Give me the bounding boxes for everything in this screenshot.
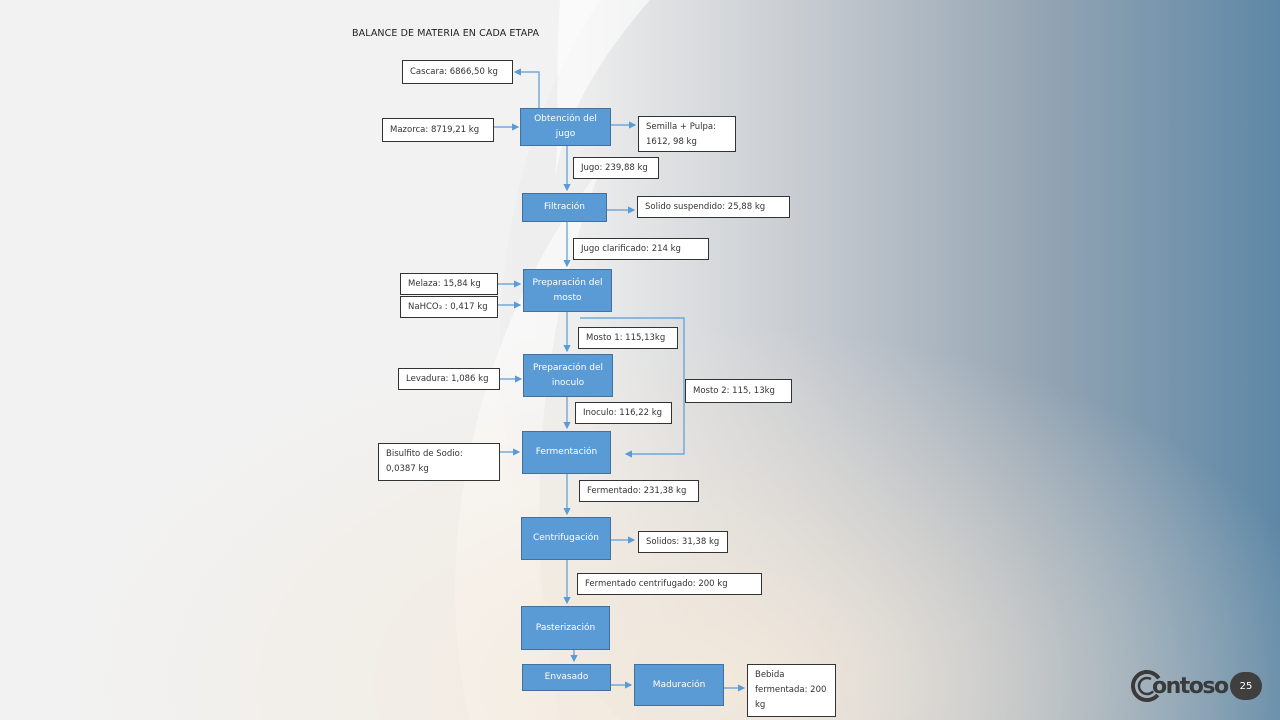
page-title: BALANCE DE MATERIA EN CADA ETAPA <box>352 28 540 39</box>
step-maduracion: Maduración <box>634 664 724 706</box>
step-preparacion-mosto: Preparación del mosto <box>523 269 612 312</box>
label-fermentado-centrifugado: Fermentado centrifugado: 200 kg <box>577 573 762 595</box>
step-centrifugacion: Centrifugación <box>521 517 611 560</box>
label-levadura: Levadura: 1,086 kg <box>398 368 500 390</box>
label-mosto-1: Mosto 1: 115,13kg <box>578 327 678 349</box>
step-pasterizacion: Pasterización <box>521 606 610 650</box>
label-mosto-2: Mosto 2: 115, 13kg <box>685 379 792 403</box>
step-preparacion-inoculo: Preparación del inoculo <box>523 354 613 397</box>
label-mazorca: Mazorca: 8719,21 kg <box>382 118 494 142</box>
contoso-logo-mark-icon <box>1131 670 1163 702</box>
label-fermentado: Fermentado: 231,38 kg <box>579 480 699 502</box>
label-bisulfito-sodio: Bisulfito de Sodio: 0,0387 kg <box>378 443 500 481</box>
step-obtencion-jugo: Obtención del jugo <box>520 108 611 146</box>
label-bebida-fermentada: Bebida fermentada: 200 kg <box>747 664 836 717</box>
page-number-badge: 25 <box>1230 672 1262 700</box>
label-inoculo: Inoculo: 116,22 kg <box>575 402 672 424</box>
step-envasado: Envasado <box>522 664 611 691</box>
label-melaza: Melaza: 15,84 kg <box>400 273 498 295</box>
label-solidos: Solidos: 31,38 kg <box>638 531 728 553</box>
label-solido-suspendido: Solido suspendido: 25,88 kg <box>637 196 790 218</box>
contoso-logo: ontoso <box>1130 668 1229 704</box>
label-jugo: Jugo: 239,88 kg <box>573 157 659 179</box>
contoso-logo-text: ontoso <box>1152 673 1229 699</box>
label-jugo-clarificado: Jugo clarificado: 214 kg <box>573 238 709 260</box>
label-semilla-pulpa: Semilla + Pulpa: 1612, 98 kg <box>638 116 736 152</box>
step-filtracion: Filtración <box>522 193 607 222</box>
label-nahco3: NaHCO₃ : 0,417 kg <box>400 296 498 318</box>
step-fermentacion: Fermentación <box>522 431 611 474</box>
label-cascara: Cascara: 6866,50 kg <box>402 60 513 84</box>
